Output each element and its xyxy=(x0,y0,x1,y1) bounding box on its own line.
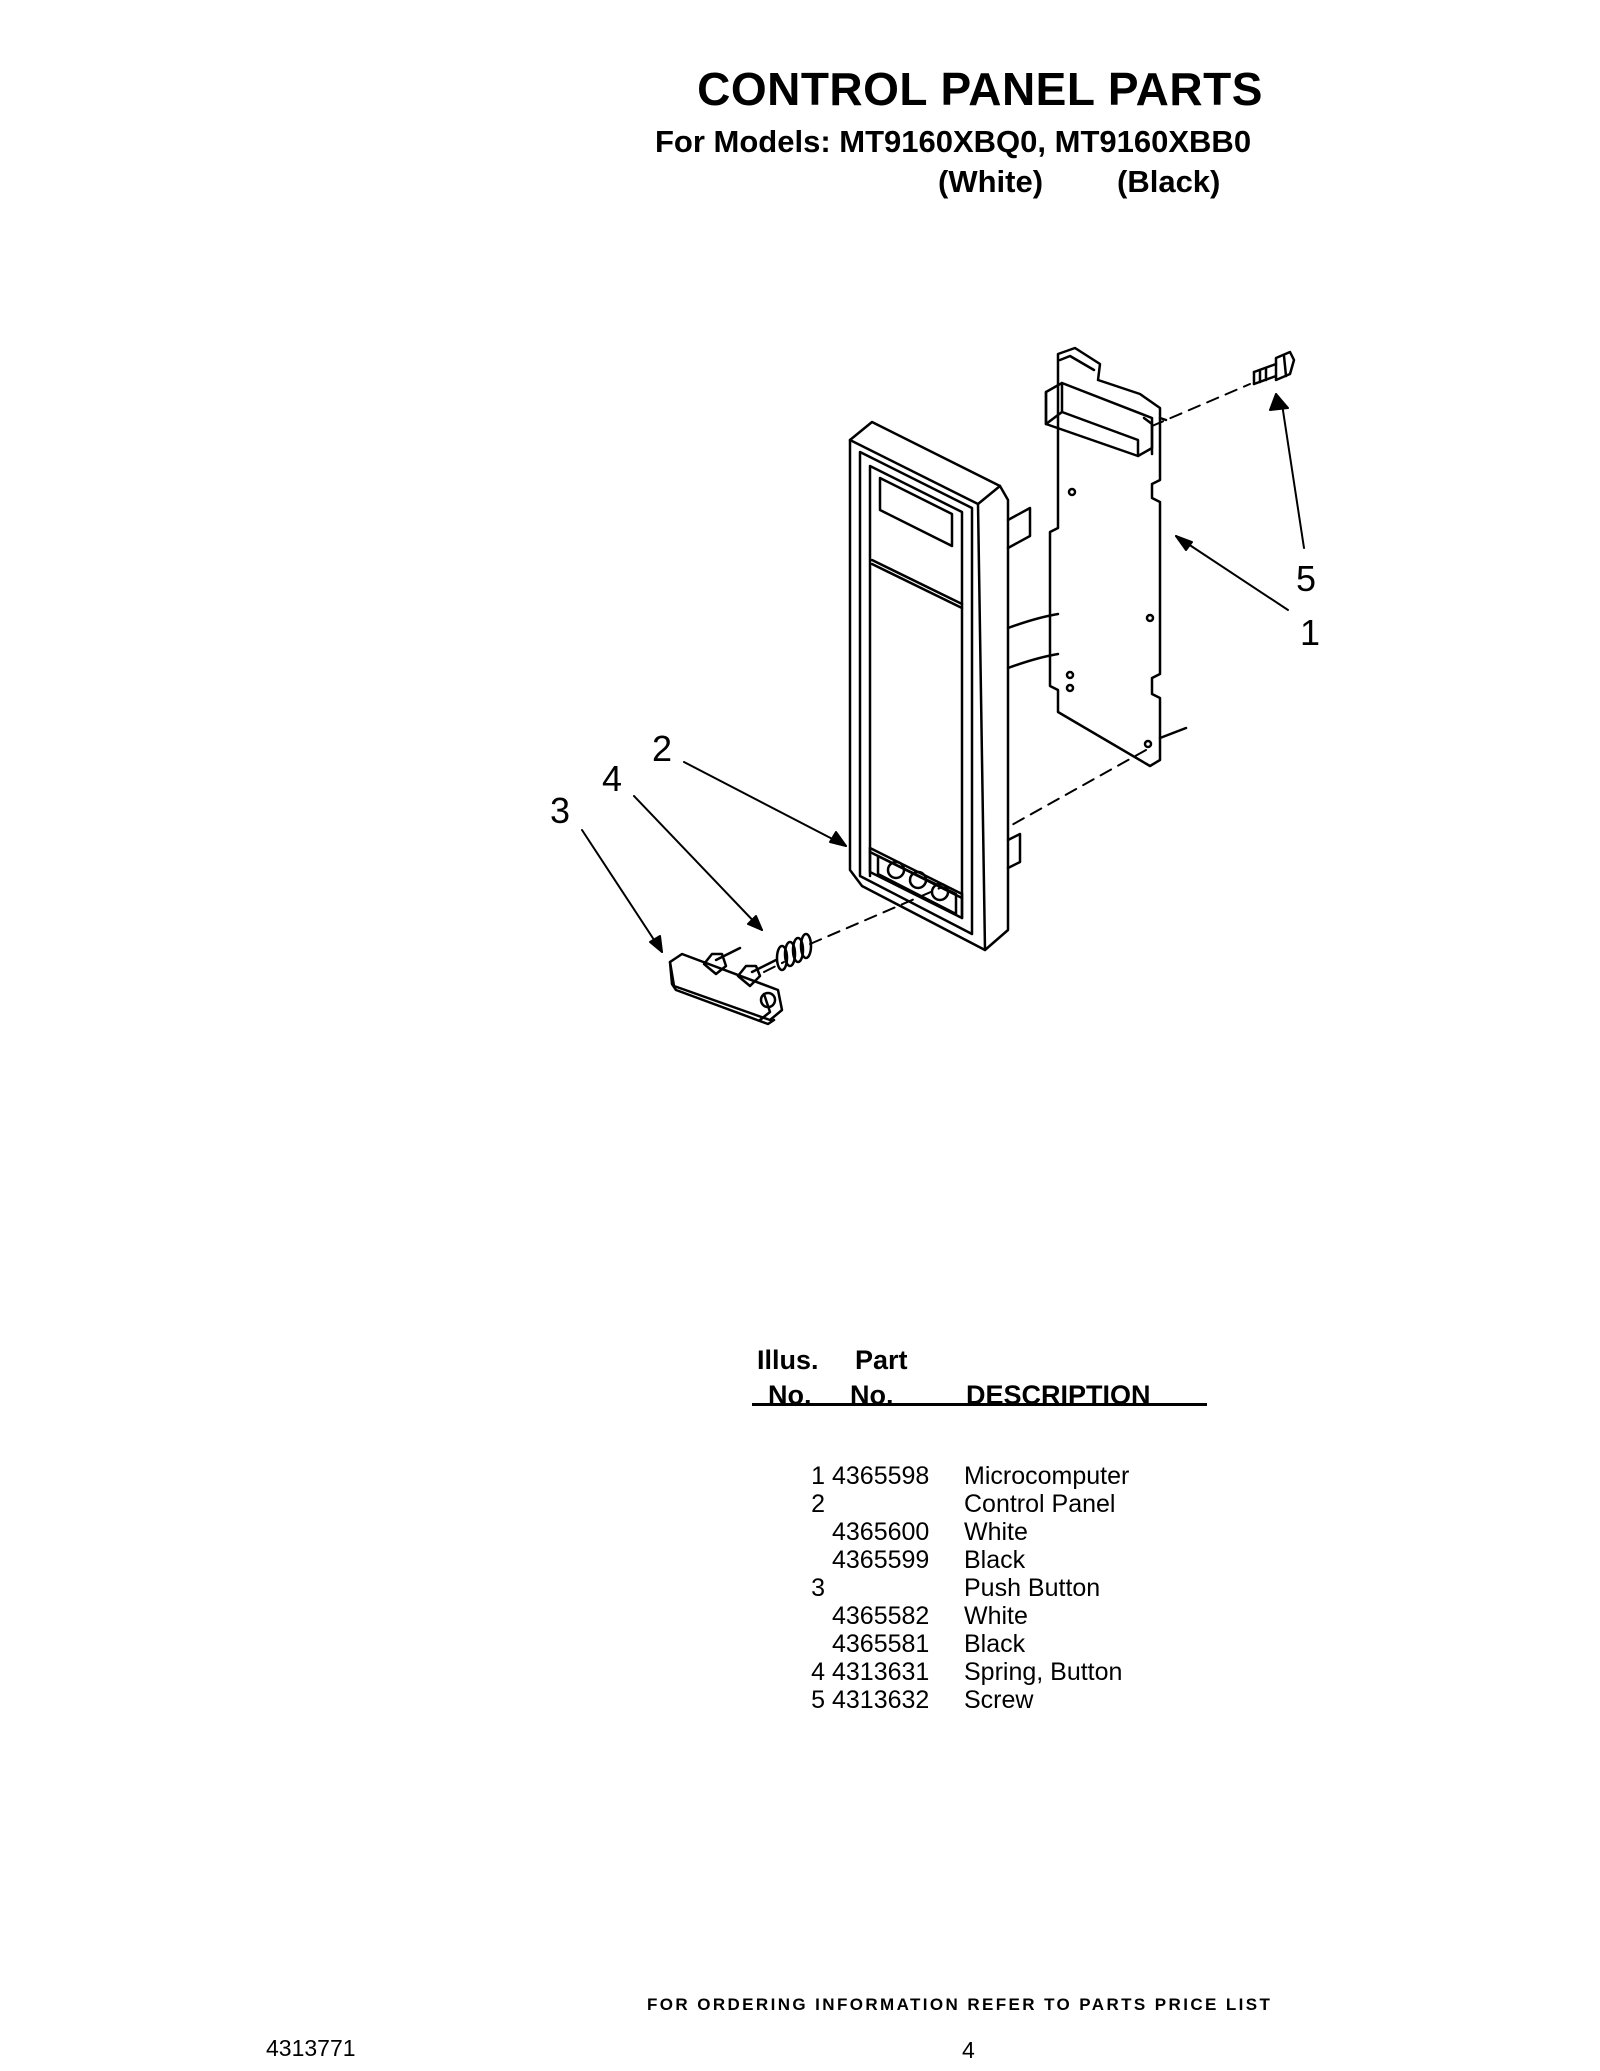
illus-no: 4 xyxy=(811,1658,825,1686)
ordering-note: FOR ORDERING INFORMATION REFER TO PARTS … xyxy=(647,1995,1273,2014)
part-no: 4365598 xyxy=(832,1462,930,1490)
illus-no: 5 xyxy=(811,1686,825,1714)
description: Push Button xyxy=(964,1574,1101,1602)
part-no: 4365581 xyxy=(832,1630,930,1658)
part-no: 4365600 xyxy=(832,1518,930,1546)
header-rule xyxy=(752,1403,1207,1406)
control-panel-frame xyxy=(848,420,1010,952)
description: Spring, Button xyxy=(964,1658,1123,1686)
part-no: 4313632 xyxy=(832,1686,930,1714)
header-part: Part xyxy=(855,1345,908,1375)
table-row: 4365581 Black xyxy=(752,1630,1207,1658)
callout-1: 1 xyxy=(1300,612,1321,653)
illus-no: 3 xyxy=(811,1574,825,1602)
header-description: DESCRIPTION xyxy=(966,1380,1151,1410)
part-no: 4365599 xyxy=(832,1546,930,1574)
header-illus: Illus. xyxy=(757,1345,819,1375)
table-row: 2 Control Panel xyxy=(752,1490,1207,1518)
table-row: 4365600 White xyxy=(752,1518,1207,1546)
header-part-no: No. xyxy=(850,1380,894,1410)
microcomputer-board xyxy=(1044,346,1188,768)
model-numbers: For Models: MT9160XBQ0, MT9160XBB0 xyxy=(655,124,1252,159)
description: White xyxy=(964,1518,1028,1546)
description: White xyxy=(964,1602,1028,1630)
table-row: 1 4365598 Microcomputer xyxy=(752,1462,1207,1490)
button-spring xyxy=(775,932,813,972)
illus-no: 2 xyxy=(811,1490,825,1518)
document-number: 4313771 xyxy=(266,2035,356,2061)
part-no: 4365582 xyxy=(832,1602,930,1630)
assembly-lines xyxy=(763,383,1251,973)
illus-no: 1 xyxy=(811,1462,825,1490)
callout-4: 4 xyxy=(602,758,623,799)
model-color-white: (White) xyxy=(938,164,1044,199)
model-color-black: (Black) xyxy=(1117,164,1221,199)
description: Screw xyxy=(964,1686,1034,1714)
header-illus-no: No. xyxy=(768,1380,812,1410)
table-row: 4365582 White xyxy=(752,1602,1207,1630)
page-number: 4 xyxy=(962,2037,975,2063)
callout-5: 5 xyxy=(1296,558,1317,599)
callout-2: 2 xyxy=(652,728,673,769)
push-button xyxy=(668,946,784,1026)
description: Black xyxy=(964,1546,1026,1574)
description: Black xyxy=(964,1630,1026,1658)
table-row: 4365599 Black xyxy=(752,1546,1207,1574)
part-no: 4313631 xyxy=(832,1658,930,1686)
table-row: 3 Push Button xyxy=(752,1574,1207,1602)
leader-lines xyxy=(581,393,1305,953)
table-row: 4 4313631 Spring, Button xyxy=(752,1658,1207,1686)
callout-3: 3 xyxy=(550,790,571,831)
table-row: 5 4313632 Screw xyxy=(752,1686,1207,1714)
description: Control Panel xyxy=(964,1490,1116,1518)
exploded-parts-diagram xyxy=(581,346,1305,1026)
screw xyxy=(1252,350,1296,386)
page-title: CONTROL PANEL PARTS xyxy=(697,63,1263,115)
description: Microcomputer xyxy=(964,1462,1130,1490)
ribbon-cable xyxy=(1006,506,1060,870)
